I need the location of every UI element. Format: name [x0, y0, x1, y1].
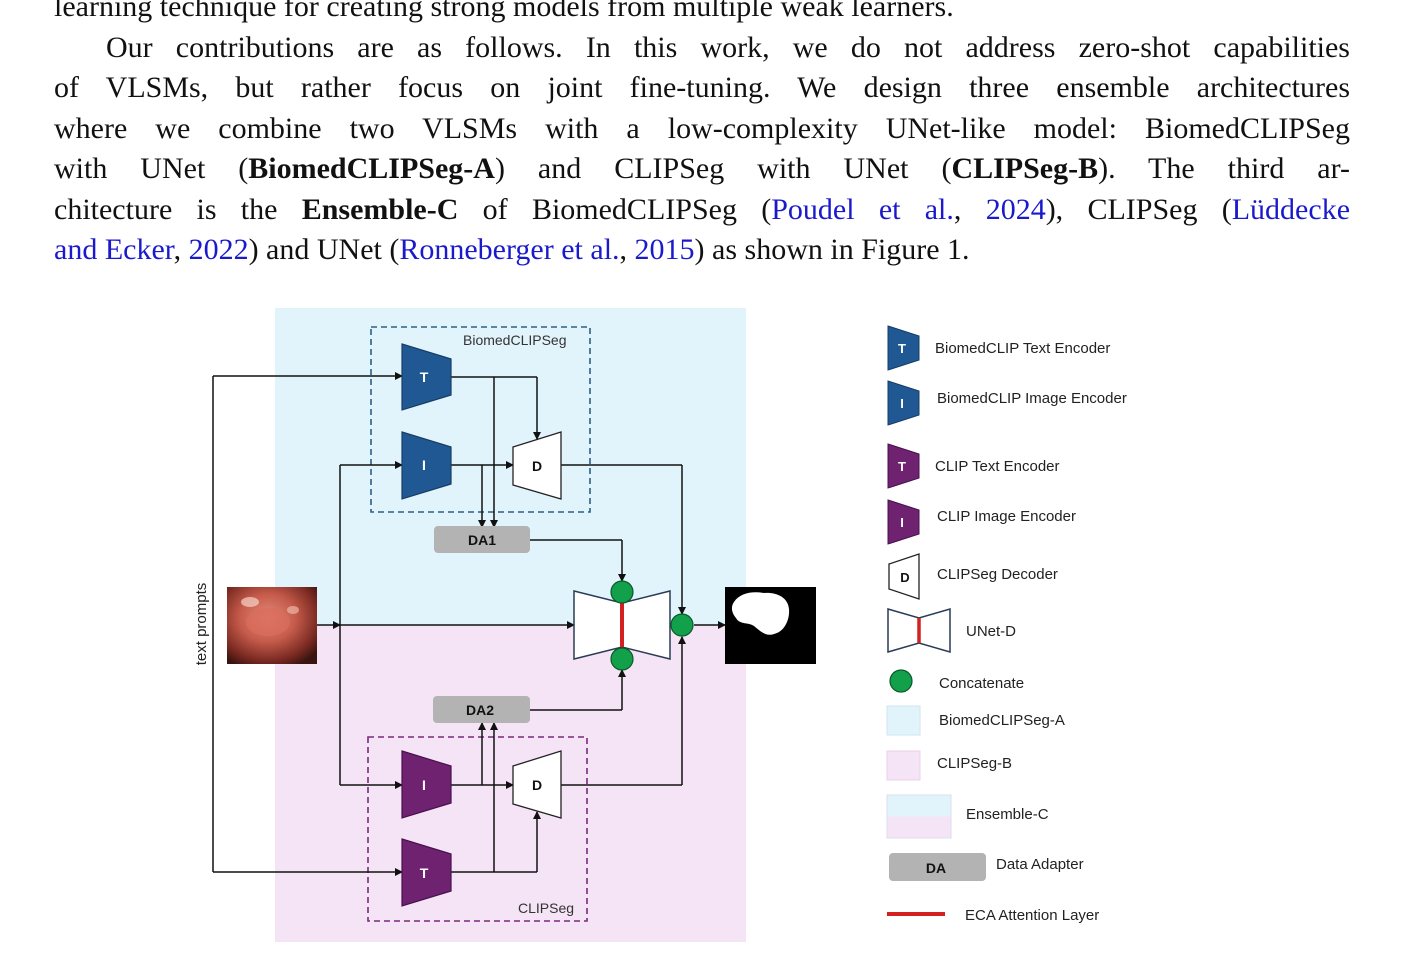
clipseg-decoder-label: D — [532, 777, 542, 793]
legend-icon-letter: D — [900, 570, 909, 585]
legend-icon-letter: T — [898, 341, 906, 356]
legend-icon-letter: I — [900, 515, 904, 530]
data-adapter-2 — [433, 696, 530, 723]
clip-image-encoder — [401, 750, 452, 819]
biomedclipseg-a-swatch-icon — [886, 705, 921, 736]
paragraph-line-0: learning technique for creating strong m… — [54, 0, 954, 23]
citation-link-ronneberger-year[interactable]: 2015 — [634, 233, 695, 266]
bold-term-clipseg-b: CLIPSeg-B — [951, 152, 1099, 185]
ensemble-c-swatch-icon — [886, 794, 952, 839]
concatenate-top — [610, 580, 634, 604]
data-adapter-icon-badge: DA — [926, 860, 946, 876]
clipseg-decoder-icon — [888, 553, 920, 600]
biomedclip-image-encoder — [401, 431, 452, 500]
paragraph-line-3: where we combine two VLSMs with a low-co… — [54, 112, 1350, 145]
citation-link-ronneberger[interactable]: Ronneberger et al. — [399, 233, 620, 266]
data-adapter-1-label: DA1 — [468, 532, 496, 548]
output-mask-image — [725, 587, 816, 664]
region-clipseg-b — [275, 625, 746, 942]
concatenate-final — [670, 613, 694, 637]
legend-label-biomedclipseg-a: BiomedCLIPSeg-A — [939, 712, 1065, 729]
biomed-image-encoder-icon — [887, 380, 920, 426]
bold-term-biomedclipseg-a: BiomedCLIPSeg-A — [248, 152, 495, 185]
citation-link-luddecke-cont[interactable]: and Ecker — [54, 233, 174, 266]
biomedclipseg-decoder — [512, 431, 562, 500]
biomedclip-image-encoder-label: I — [422, 457, 426, 473]
legend-label-biomed-text-encoder: BiomedCLIP Text Encoder — [935, 340, 1110, 357]
legend-label-eca-attention: ECA Attention Layer — [965, 907, 1099, 924]
data-adapter-1 — [434, 526, 530, 553]
clip-image-encoder-label: I — [422, 777, 426, 793]
citation-link-poudel-year[interactable]: 2024 — [985, 193, 1046, 226]
biomedclip-text-encoder — [401, 343, 452, 411]
legend-label-clipseg-decoder: CLIPSeg Decoder — [937, 566, 1058, 583]
biomedclipseg-decoder-label: D — [532, 458, 542, 474]
clip-text-encoder-label: T — [420, 865, 429, 881]
data-adapter-2-label: DA2 — [466, 702, 494, 718]
legend-label-data-adapter: Data Adapter — [996, 856, 1084, 873]
paragraph-line-1: Our contributions are as follows. In thi… — [106, 31, 1350, 64]
bold-term-ensemble-c: Ensemble-C — [301, 193, 459, 226]
legend-label-clip-text-encoder: CLIP Text Encoder — [935, 458, 1060, 475]
biomed-text-encoder-icon — [887, 325, 920, 371]
clipseg-box-label: CLIPSeg — [518, 900, 574, 916]
legend-icon-letter: T — [898, 459, 906, 474]
legend-label-clipseg-b: CLIPSeg-B — [937, 755, 1012, 772]
citation-link-poudel[interactable]: Poudel et al. — [771, 193, 954, 226]
clipseg-decoder — [512, 750, 562, 819]
legend-label-unet-d: UNet-D — [966, 623, 1016, 640]
biomedclipseg-box-label: BiomedCLIPSeg — [463, 332, 567, 348]
clipseg-dashed-box — [367, 736, 588, 922]
input-endoscopy-image — [227, 587, 317, 664]
legend-label-ensemble-c: Ensemble-C — [966, 806, 1049, 823]
clip-text-encoder — [401, 838, 452, 907]
concatenate-bottom — [610, 647, 634, 671]
region-biomedclipseg-a — [275, 308, 746, 625]
legend-icon-letter: I — [900, 396, 904, 411]
paragraph-line-2: of VLSMs, but rather focus on joint fine… — [54, 71, 1350, 104]
citation-link-luddecke-year[interactable]: 2022 — [188, 233, 249, 266]
biomedclipseg-dashed-box — [370, 326, 591, 513]
legend-label-clip-image-encoder: CLIP Image Encoder — [937, 508, 1076, 525]
concatenate-icon — [889, 669, 913, 693]
clipseg-b-swatch-icon — [886, 750, 921, 781]
data-adapter-icon — [889, 853, 986, 881]
text-prompts-label: text prompts — [193, 583, 210, 666]
legend-label-biomed-image-encoder: BiomedCLIP Image Encoder — [937, 390, 1127, 407]
clip-text-encoder-icon — [887, 443, 920, 489]
legend: T BiomedCLIP Text Encoder I BiomedCLIP I… — [886, 325, 1127, 924]
biomedclip-text-encoder-label: T — [420, 369, 429, 385]
paragraph-line-6: and Ecker, 2022) and UNet (Ronneberger e… — [54, 233, 970, 266]
paragraph-line-5: chitecture is the Ensemble-C of BiomedCL… — [54, 193, 1351, 226]
paragraph-line-4: with UNet (BiomedCLIPSeg-A) and CLIPSeg … — [54, 152, 1350, 185]
citation-link-luddecke[interactable]: Lüddecke — [1231, 193, 1351, 226]
legend-label-concatenate: Concatenate — [939, 675, 1024, 692]
clip-image-encoder-icon — [887, 499, 920, 545]
